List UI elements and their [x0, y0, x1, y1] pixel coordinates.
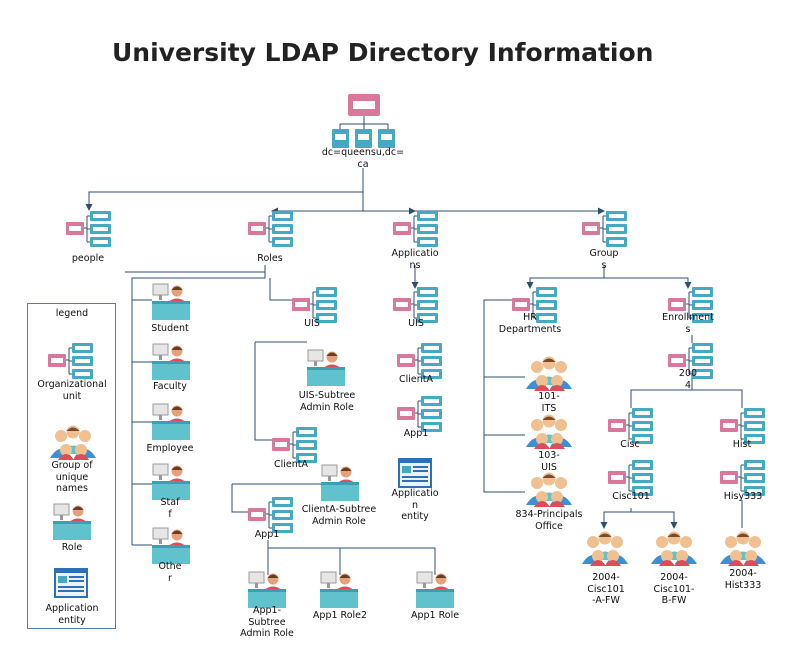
org-unit-icon: [48, 343, 93, 379]
node-label-app1-role2: App1 Role2: [312, 610, 368, 621]
node-label-roles: Roles: [257, 253, 283, 264]
node-label-cisc: Cisc: [620, 439, 640, 450]
org-tree-icon: [332, 94, 395, 148]
node-label-apps-uis: UIS: [408, 318, 424, 329]
role-icon: [307, 349, 345, 386]
role-icon: [248, 571, 286, 608]
node-label-applications: Applicatio ns: [391, 248, 439, 271]
node-label-its: 101- ITS: [538, 391, 560, 414]
legend-box: [27, 303, 116, 629]
node-label-clienta-subtree: ClientA-Subtree Admin Role: [301, 504, 377, 527]
group-icon: [526, 356, 572, 391]
org-unit-icon: [512, 287, 557, 323]
node-label-roles-uis: UIS: [304, 318, 320, 329]
role-icon: [321, 464, 359, 501]
group-icon: [651, 531, 697, 566]
role-icon: [320, 571, 358, 608]
org-unit-icon: [582, 211, 627, 247]
org-unit-icon: [397, 343, 442, 379]
node-label-hist333: 2004- Hist333: [724, 568, 762, 591]
org-unit-icon: [608, 408, 653, 444]
legend-label-app-entity: Application entity: [45, 603, 99, 626]
node-label-groups: Group s: [589, 248, 619, 271]
org-unit-icon: [668, 287, 713, 323]
legend-label-group: Group of unique names: [51, 460, 93, 494]
application-window-icon: [398, 458, 432, 488]
node-label-principals: 834-Principals Office: [515, 509, 583, 532]
node-label-other: Othe r: [158, 561, 182, 584]
node-label-people: people: [71, 253, 105, 264]
group-icon: [526, 472, 572, 507]
role-icon: [152, 343, 190, 380]
org-unit-icon: [393, 211, 438, 247]
org-unit-icon: [292, 287, 337, 323]
role-icon: [152, 527, 190, 564]
node-label-app-entity: Applicatio n entity: [391, 488, 439, 522]
node-label-apps-app1: App1: [403, 428, 429, 439]
legend-label-role: Role: [61, 542, 83, 553]
node-label-year: 200 4: [678, 368, 698, 391]
node-label-staff: Staf f: [160, 497, 180, 520]
org-unit-icon: [397, 396, 442, 432]
node-label-cisc101: Cisc101: [612, 491, 650, 502]
org-unit-icon: [720, 460, 765, 496]
org-unit-icon: [720, 408, 765, 444]
node-label-apps-clienta: ClientA: [398, 374, 433, 385]
org-unit-icon: [393, 287, 438, 323]
legend-label-org-unit: Organizational unit: [37, 379, 107, 402]
node-label-employee: Employee: [146, 443, 194, 454]
node-label-enrollments: Enrollment s: [662, 312, 714, 335]
node-label-student: Student: [151, 323, 189, 334]
group-icon: [50, 425, 96, 460]
node-label-hr: HR Departments: [498, 312, 562, 335]
org-unit-icon: [608, 460, 653, 496]
role-icon: [152, 463, 190, 500]
node-label-hisy333: Hisy333: [723, 491, 763, 502]
org-unit-icon: [668, 343, 713, 379]
node-label-uis-subtree: UIS-Subtree Admin Role: [298, 390, 356, 413]
node-label-cisc-a: 2004- Cisc101 -A-FW: [587, 572, 625, 606]
org-unit-icon: [66, 211, 111, 247]
org-unit-icon: [248, 211, 293, 247]
group-icon: [526, 414, 572, 449]
node-label-roles-clienta: ClientA: [273, 459, 308, 470]
node-label-roles-app1: App1: [254, 529, 280, 540]
org-unit-icon: [248, 497, 293, 533]
group-icon: [582, 531, 628, 566]
application-window-icon: [54, 568, 88, 598]
group-icon: [720, 531, 766, 566]
role-icon: [152, 283, 190, 320]
node-label-app1-role: App1 Role: [410, 610, 460, 621]
org-unit-icon: [272, 427, 317, 463]
node-label-faculty: Faculty: [153, 381, 187, 392]
node-label-cisc-b: 2004- Cisc101- B-FW: [653, 572, 695, 606]
role-icon: [416, 571, 454, 608]
node-label-app1-subtree: App1- Subtree Admin Role: [240, 605, 294, 639]
role-icon: [152, 403, 190, 440]
legend-heading: legend: [55, 308, 89, 319]
node-label-group-uis: 103- UIS: [538, 450, 560, 473]
node-label-root: dc=queensu,dc= ca: [321, 147, 405, 170]
role-icon: [53, 503, 91, 540]
diagram-title: University LDAP Directory Information: [112, 38, 654, 67]
node-label-hist: Hist: [732, 439, 752, 450]
